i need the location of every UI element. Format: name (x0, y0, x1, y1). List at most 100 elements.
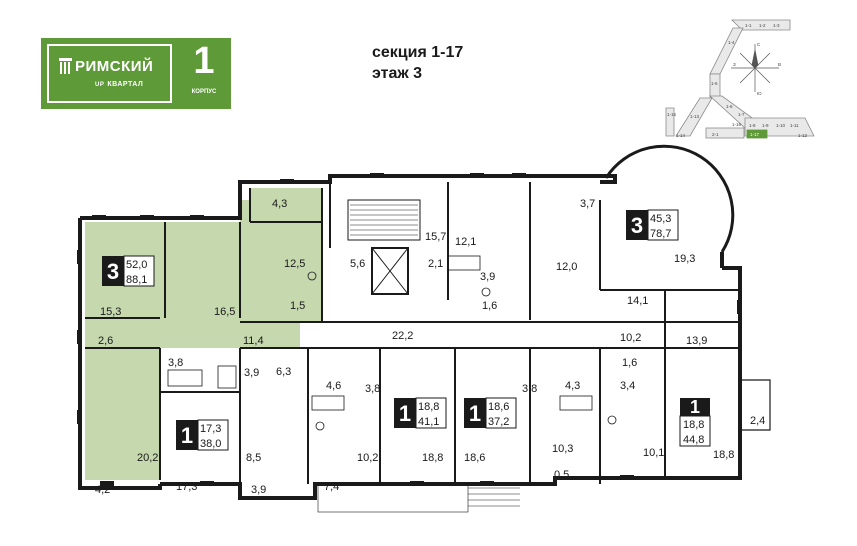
keyplan-block (731, 19, 791, 31)
apartment-total-area: 37,2 (488, 416, 509, 428)
apartment-living-area: 52,0 (126, 259, 147, 271)
apartment-rooms: 1 (181, 423, 193, 448)
room-area: 17,3 (176, 481, 197, 493)
apartment-total-area: 44,8 (683, 434, 704, 446)
compass-west: З (733, 62, 736, 67)
keyplan-label: 1-6 (726, 104, 733, 109)
room-area: 4,2 (95, 484, 110, 496)
interior-walls (85, 182, 740, 484)
compass-north: С (757, 42, 761, 47)
room-area: 3,8 (522, 383, 537, 395)
apartment-living-area: 18,8 (418, 401, 439, 413)
window (470, 173, 484, 178)
keyplan-block (675, 97, 713, 137)
apartment-badge: 3 52,0 88,1 (102, 255, 155, 287)
apartment-rooms: 3 (107, 259, 119, 284)
keyplan-label: 1-1 (745, 23, 752, 28)
room-area: 0,5 (554, 469, 569, 481)
compass-east: В (778, 62, 781, 67)
apartment-rooms: 1 (469, 401, 481, 426)
window (737, 300, 742, 314)
room-area: 3,4 (620, 380, 635, 392)
room-area: 4,3 (272, 198, 287, 210)
keyplan-block (709, 27, 744, 75)
room-area-labels: 4,3 15,7 3,7 12,5 5,6 2,1 12,1 3,9 12,0 … (95, 198, 765, 496)
window (92, 215, 106, 220)
apartment-total-area: 88,1 (126, 274, 147, 286)
window (190, 215, 204, 220)
keyplan-label: 1-13 (690, 114, 700, 119)
room-area: 2,4 (750, 415, 765, 427)
room-area: 7,4 (324, 481, 339, 493)
room-area: 2,6 (98, 335, 113, 347)
room-area: 10,3 (552, 443, 573, 455)
apartment-rooms: 1 (690, 397, 700, 417)
compass-south: Ю (757, 91, 762, 96)
room-area: 10,2 (620, 332, 641, 344)
room-area: 19,3 (674, 253, 695, 265)
keyplan-label: 1-11 (790, 123, 799, 128)
apartment-living-area: 18,8 (683, 419, 704, 431)
logo-sub-text: КВАРТАЛ (107, 81, 144, 88)
room-area: 4,3 (565, 380, 580, 392)
apartment-badge: 1 18,8 41,1 (394, 397, 447, 429)
keyplan-label: 1-2 (759, 23, 766, 28)
outer-walls (78, 144, 771, 500)
apartment-total-area: 78,7 (650, 228, 671, 240)
room-area: 3,7 (580, 198, 595, 210)
keyplan-label: 1-15 (667, 112, 677, 117)
keyplan-label: 2-1 (712, 132, 719, 137)
apartment-living-area: 18,6 (488, 401, 509, 413)
room-area: 16,5 (214, 306, 235, 318)
apartment-badge: 1 18,6 37,2 (464, 397, 517, 429)
keyplan-highlight (746, 129, 768, 139)
keyplan-label: 1-4 (728, 40, 735, 45)
room-area: 1,6 (482, 300, 497, 312)
room-area: 10,1 (643, 447, 664, 459)
compass-icon (731, 44, 779, 92)
korpus-number: 1 (193, 40, 215, 82)
window (370, 173, 384, 178)
room-area: 3,9 (480, 271, 495, 283)
room-area: 5,6 (350, 258, 365, 270)
window (480, 481, 494, 486)
apartment-living-area: 17,3 (200, 423, 221, 435)
staircase (350, 204, 418, 236)
room-area: 1,5 (290, 300, 305, 312)
keyplan-block (665, 107, 675, 137)
room-area: 20,2 (137, 452, 158, 464)
room-area: 11,4 (243, 335, 264, 347)
keyplan-label: 1-7 (738, 112, 745, 117)
window (620, 475, 634, 480)
keyplan-label: 1-9 (762, 123, 769, 128)
entrance-steps (317, 483, 520, 513)
keyplan-block (709, 73, 721, 99)
keyplan-block (705, 127, 745, 139)
key-plan (665, 19, 815, 139)
window (140, 215, 154, 220)
apartment-badge: 3 45,3 78,7 (626, 209, 679, 241)
room-area: 14,1 (627, 295, 648, 307)
window (77, 410, 82, 424)
room-area: 12,1 (455, 236, 476, 248)
window (280, 179, 294, 184)
room-area: 15,3 (100, 306, 121, 318)
window (100, 481, 114, 486)
room-area: 8,5 (246, 452, 261, 464)
room-area: 2,1 (428, 258, 443, 270)
keyplan-label: 1-3 (773, 23, 780, 28)
windows (77, 173, 742, 486)
room-area: 13,9 (686, 335, 707, 347)
window (512, 173, 526, 178)
room-area: 10,2 (357, 452, 378, 464)
window (77, 330, 82, 344)
room-area: 18,8 (422, 452, 443, 464)
plan-heading: секция 1-17 этаж 3 (372, 42, 463, 84)
room-area: 15,7 (425, 231, 446, 243)
room-area: 18,8 (713, 449, 734, 461)
room-area: 1,6 (622, 357, 637, 369)
room-area: 4,6 (326, 380, 341, 392)
